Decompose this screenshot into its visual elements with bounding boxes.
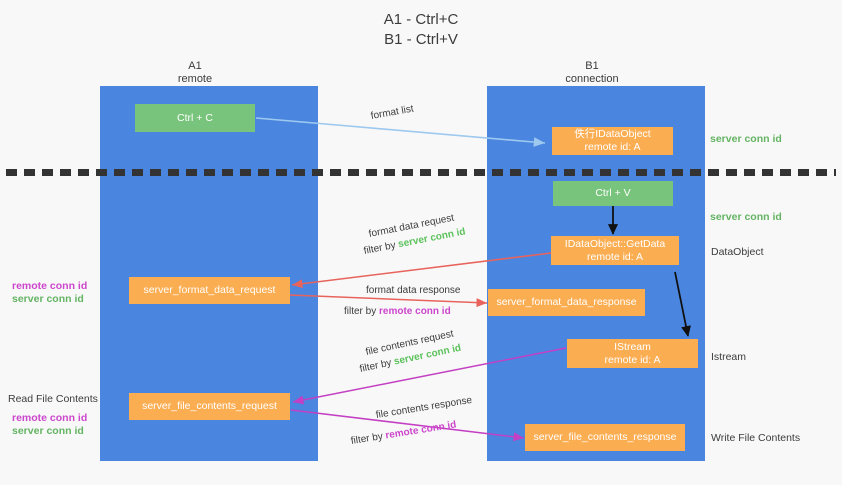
diagram-title: A1 - Ctrl+C B1 - Ctrl+V bbox=[0, 10, 842, 50]
right-label-server-conn-id-2: server conn id bbox=[710, 211, 782, 223]
left-label-remote-conn-id-1: remote conn id bbox=[12, 280, 88, 292]
right-label-write-file-contents: Write File Contents bbox=[711, 432, 801, 444]
node-ctrl-c[interactable]: Ctrl + C bbox=[135, 104, 255, 132]
left-label-server-conn-id-1: server conn id bbox=[12, 293, 84, 305]
filter-value-remote-conn-id: remote conn id bbox=[384, 419, 458, 442]
left-label-server-conn-id-2: server conn id bbox=[12, 425, 84, 437]
node-server-file-contents-response[interactable]: server_file_contents_response bbox=[525, 424, 685, 451]
filter-prefix: filter by bbox=[350, 430, 387, 447]
node-istream-line2: remote id: A bbox=[604, 353, 661, 366]
edge-label-format-data-response-filter: filter by remote conn id bbox=[344, 305, 451, 319]
title-line-2: B1 - Ctrl+V bbox=[384, 31, 458, 48]
node-server-file-contents-request[interactable]: server_file_contents_request bbox=[129, 393, 290, 420]
node-idataobject-getdata-line1: IDataObject::GetData bbox=[564, 237, 666, 250]
node-server-file-contents-response-line1: server_file_contents_response bbox=[533, 431, 677, 443]
node-ctrl-v-line1: Ctrl + V bbox=[595, 187, 631, 199]
node-istream-line1: IStream bbox=[614, 340, 651, 353]
right-label-dataobject: DataObject bbox=[711, 246, 764, 258]
left-label-remote-conn-id-2: remote conn id bbox=[12, 412, 88, 424]
node-server-file-contents-request-line1: server_file_contents_request bbox=[142, 400, 277, 412]
node-idataobject[interactable]: 佚行IDataObject remote id: A bbox=[552, 127, 673, 155]
column-header-b1: B1 connection bbox=[512, 60, 672, 86]
phase-divider bbox=[6, 169, 836, 176]
node-ctrl-v[interactable]: Ctrl + V bbox=[553, 181, 673, 206]
edge-label-format-data-response: format data response bbox=[366, 285, 461, 296]
column-header-a1: A1 remote bbox=[115, 60, 275, 86]
right-label-istream: Istream bbox=[711, 351, 747, 363]
filter-prefix: filter by bbox=[358, 356, 396, 375]
column-b1-name: B1 bbox=[585, 60, 599, 72]
node-server-format-data-response-line1: server_format_data_response bbox=[496, 296, 637, 308]
edge-label-file-contents-response-filter: filter by remote conn id bbox=[350, 418, 458, 449]
node-server-format-data-request-line1: server_format_data_request bbox=[143, 284, 276, 296]
filter-prefix: filter by bbox=[344, 306, 380, 317]
node-server-format-data-request[interactable]: server_format_data_request bbox=[129, 277, 290, 304]
filter-value-remote-conn-id: remote conn id bbox=[379, 306, 451, 317]
column-a1-name: A1 bbox=[188, 60, 202, 72]
title-line-1: A1 - Ctrl+C bbox=[383, 11, 459, 28]
node-server-format-data-response[interactable]: server_format_data_response bbox=[488, 289, 645, 316]
edge-label-file-contents-response: file contents response bbox=[375, 394, 473, 421]
left-label-read-file-contents: Read File Contents bbox=[8, 393, 98, 405]
node-idataobject-line2: remote id: A bbox=[584, 141, 641, 153]
node-idataobject-getdata-line2: remote id: A bbox=[586, 250, 644, 263]
column-a1-sub: remote bbox=[177, 73, 213, 85]
node-idataobject-line1: 佚行IDataObject bbox=[574, 128, 651, 140]
node-idataobject-getdata[interactable]: IDataObject::GetData remote id: A bbox=[551, 236, 679, 265]
column-b1-sub: connection bbox=[565, 73, 619, 85]
edge-label-format-list: format list bbox=[369, 103, 415, 122]
node-ctrl-c-line1: Ctrl + C bbox=[177, 111, 213, 124]
right-label-server-conn-id-1: server conn id bbox=[710, 133, 782, 145]
filter-prefix: filter by bbox=[362, 239, 400, 257]
node-istream[interactable]: IStream remote id: A bbox=[567, 339, 698, 368]
